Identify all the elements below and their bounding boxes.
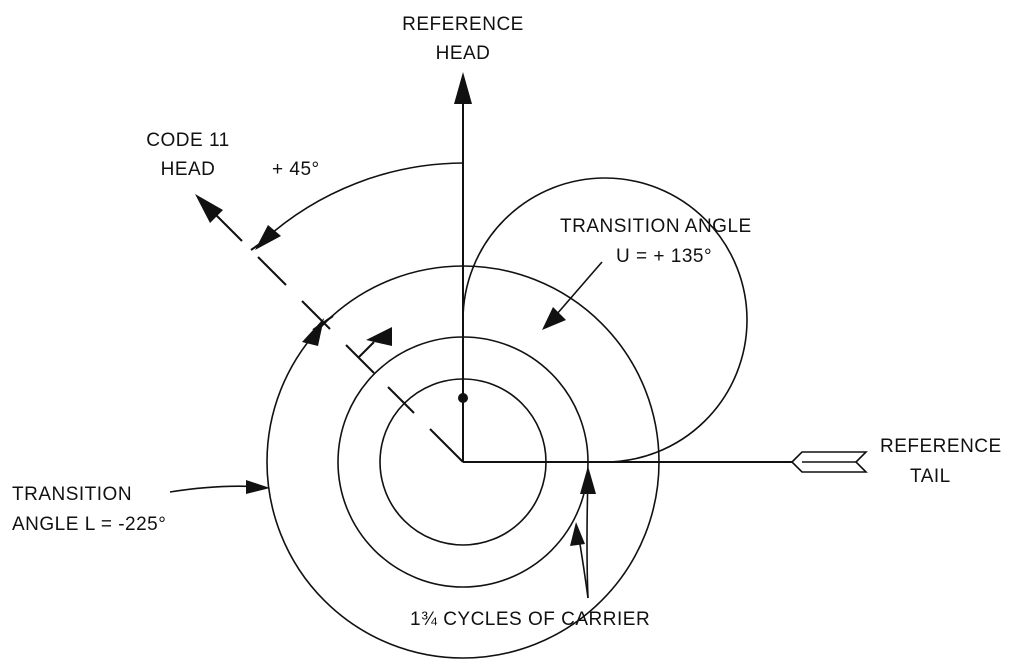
outer-arc-arrowhead: [302, 318, 324, 346]
reference-head-arrowhead: [454, 72, 472, 104]
transition-u-arc: [462, 177, 748, 463]
reference-tail-label-line2: TAIL: [910, 466, 951, 487]
transition-l-label-line1: TRANSITION: [12, 484, 132, 505]
transition-u-label-line2: U = + 135°: [616, 246, 712, 267]
reference-head-label-line1: REFERENCE: [402, 14, 524, 35]
transition-u-pointer-arrowhead: [542, 307, 566, 330]
cycles-pointer-lower-arrowhead: [570, 522, 585, 546]
reference-head-label-line2: HEAD: [436, 43, 491, 64]
plus45-arc: [263, 162, 464, 241]
transition-u-pointer: [549, 261, 603, 323]
middle-arc-arrowhead: [366, 327, 392, 346]
inner-circle: [379, 378, 547, 546]
middle-circle: [337, 336, 589, 588]
plus45-label: + 45°: [272, 159, 320, 180]
outer-circle: [266, 265, 660, 659]
cycles-label: 1¾ CYCLES OF CARRIER: [410, 609, 650, 630]
code11-label-line2: HEAD: [161, 159, 216, 180]
code11-head-line: [215, 214, 464, 463]
code11-label-line1: CODE 11: [146, 130, 229, 151]
transition-l-pointer-arrowhead: [246, 480, 270, 494]
code11-head-arrowhead: [195, 194, 223, 223]
cycles-pointer-arrowhead: [580, 466, 596, 494]
reference-tail-feathers: [791, 451, 868, 473]
transition-u-label-line1: TRANSITION ANGLE: [560, 216, 752, 237]
reference-tail-label-line1: REFERENCE: [880, 436, 1002, 457]
transition-l-label-line2: ANGLE L = -225°: [12, 514, 166, 535]
plus45-arc-arrowhead: [255, 225, 281, 250]
axis-dot: [458, 393, 468, 403]
